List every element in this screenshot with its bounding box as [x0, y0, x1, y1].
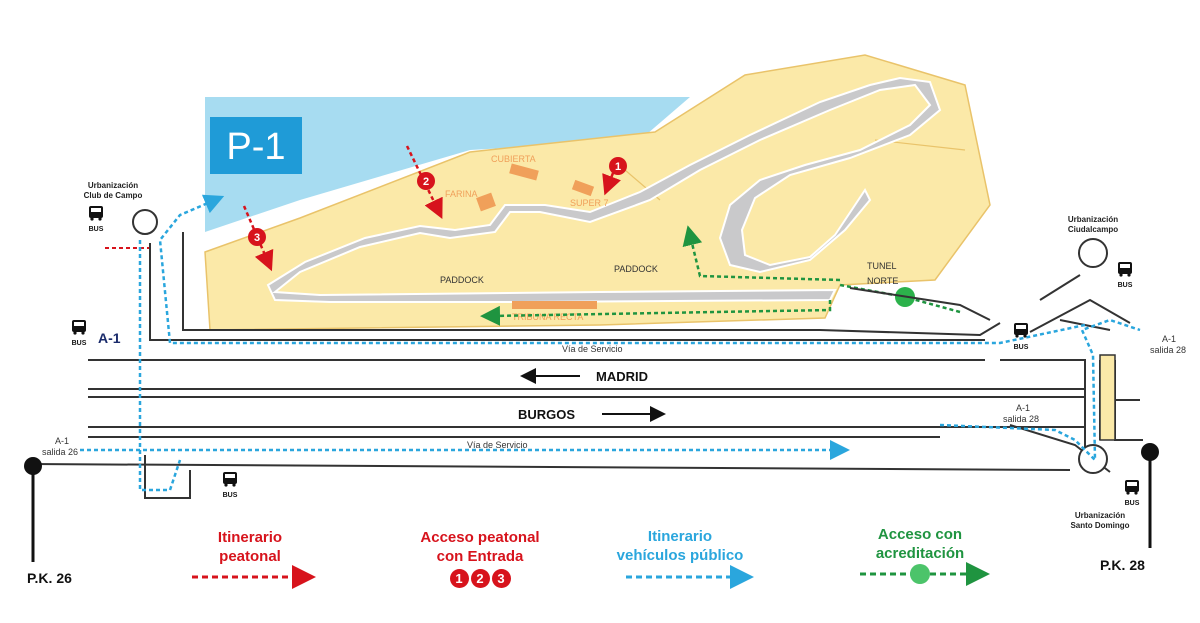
bus-stop-ciudalcampo: BUS: [1118, 262, 1133, 289]
place-ciudalcampo-line1: Urbanización: [1068, 215, 1118, 224]
entrance-number-3: 3: [254, 232, 260, 244]
building-super7: [571, 179, 595, 197]
bus-stop-right-road: BUS: [1014, 323, 1029, 351]
label-paddock-2: PADDOCK: [614, 264, 658, 274]
entrance-marker-2: [417, 172, 435, 190]
legend-accreditation-line2: acreditación: [875, 545, 965, 562]
label-farina: FARINA: [445, 189, 478, 199]
legend-pedestrian: Itinerario peatonal: [180, 528, 320, 566]
legend-accreditation-marker: [910, 564, 930, 584]
entrance-number-1: 1: [615, 161, 621, 173]
bus-label-6: BUS: [1125, 500, 1140, 507]
pedestrian-arrow-1: [602, 159, 621, 196]
place-santo-domingo-line2: Santo Domingo: [1070, 521, 1129, 530]
exit-right-top-line1: A-1: [1162, 334, 1176, 344]
label-cubierta: CUBIERTA: [491, 154, 536, 164]
road-label-burgos: BURGOS: [518, 407, 575, 422]
entrance-marker-3: [248, 228, 266, 246]
label-norte: NORTE: [867, 276, 898, 286]
vehicle-route-main: [158, 194, 1086, 345]
road-label-via-servicio-top: Vía de Servicio: [562, 344, 623, 354]
label-tunel: TUNEL: [867, 261, 897, 271]
legend-number-2: 2: [470, 569, 490, 588]
parking-sign-label: P-1: [226, 126, 285, 168]
label-super7: SUPER 7: [570, 198, 609, 208]
vehicle-route-left-vertical: [138, 240, 182, 492]
roads: [29, 232, 1143, 499]
exit-right-mid-line2: salida 28: [1003, 414, 1039, 424]
bus-label-4: BUS: [1118, 282, 1133, 289]
building-tribuna-recta: [512, 301, 597, 309]
building-cubierta: [509, 163, 539, 181]
legend-ticket-line2: con Entrada: [436, 548, 524, 565]
bus-label-3: BUS: [223, 492, 238, 499]
bus-stop-club-campo: BUS: [89, 206, 104, 233]
bridge: [1099, 354, 1116, 441]
bus-stop-santo-domingo: BUS: [1125, 480, 1140, 507]
exit-right-top-line2: salida 28: [1150, 345, 1186, 355]
bus-stop-bottom: BUS: [223, 472, 238, 499]
legend-accreditation: Acceso con acreditación: [845, 525, 995, 563]
km-post-26: [24, 457, 42, 562]
bus-label-1: BUS: [89, 226, 104, 233]
legend-vehicles-line2: vehículos público: [616, 547, 744, 564]
roundabout-club-campo: [132, 209, 158, 235]
pk-26-label: P.K. 26: [27, 570, 72, 586]
entrance-marker-1: [609, 157, 627, 175]
parking-sign: [210, 117, 302, 174]
exit-left-line2: salida 26: [42, 447, 78, 457]
bus-stop-a1: BUS: [72, 320, 87, 347]
legend-pedestrian-line2: peatonal: [219, 548, 281, 565]
legend-number-1: 1: [449, 569, 469, 588]
accreditation-route-3: [480, 300, 832, 326]
exit-right-mid-line1: A-1: [1016, 403, 1030, 413]
building-farina: [476, 192, 496, 212]
road-label-madrid: MADRID: [596, 369, 648, 384]
pk-28-label: P.K. 28: [1100, 557, 1145, 573]
legend-vehicles: Itinerario vehículos público: [595, 527, 765, 565]
km-post-28: [1141, 443, 1159, 548]
legend-accreditation-line1: Acceso con: [877, 526, 963, 543]
exit-left-line1: A-1: [55, 436, 69, 446]
bus-label-2: BUS: [72, 340, 87, 347]
place-club-campo-line2: Club de Campo: [84, 191, 143, 200]
road-label-via-servicio-bottom: Vía de Servicio: [467, 440, 528, 450]
legend-number-3: 3: [491, 569, 511, 588]
place-club-campo-line1: Urbanización: [88, 181, 138, 190]
parking-area: [205, 97, 690, 232]
roundabout-ciudalcampo: [1078, 238, 1108, 268]
label-tribuna-recta: TRIBUNA RECTA: [512, 312, 583, 322]
bus-label-5: BUS: [1014, 344, 1029, 351]
accreditation-route-2: [682, 225, 841, 282]
vehicle-route-right: [939, 318, 1141, 464]
legend-ticket-line1: Acceso peatonal: [420, 529, 540, 546]
legend-pedestrian-line1: Itinerario: [217, 529, 283, 546]
entrance-number-2: 2: [423, 176, 429, 188]
place-ciudalcampo-line2: Ciudalcampo: [1068, 225, 1118, 234]
label-paddock-1: PADDOCK: [440, 275, 484, 285]
race-track: [266, 76, 942, 303]
place-santo-domingo-line1: Urbanización: [1075, 511, 1125, 520]
legend-vehicles-line1: Itinerario: [647, 528, 713, 545]
road-label-a1: A-1: [98, 330, 121, 346]
